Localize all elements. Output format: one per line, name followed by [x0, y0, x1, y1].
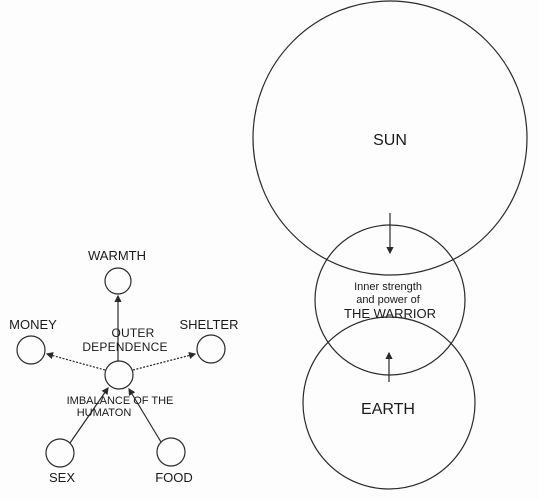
warrior-label: THE WARRIOR: [344, 306, 436, 321]
inner-strength-label: Inner strength: [354, 281, 422, 293]
dependence-label: DEPENDENCE: [82, 340, 168, 354]
food-label: FOOD: [155, 470, 193, 485]
outer-label: OUTER: [111, 326, 155, 340]
shelter-label: SHELTER: [179, 317, 239, 332]
imbalance-label: IMBALANCE OF THE: [66, 395, 174, 407]
shelter-node: [196, 334, 226, 364]
sun-circle: [252, 0, 528, 276]
money-label: MONEY: [9, 317, 57, 332]
center-node: [104, 360, 134, 390]
warmth-label: WARMTH: [87, 248, 147, 263]
arrow-from-sex: [69, 387, 109, 444]
earth-label: EARTH: [361, 401, 415, 418]
sex-node: [45, 438, 75, 468]
warmth-node: [104, 267, 132, 295]
earth-circle: [302, 316, 476, 490]
power-of-label: and power of: [356, 294, 420, 306]
sex-label: SEX: [48, 470, 76, 485]
food-node: [156, 437, 186, 467]
arrow-to-money: [45, 352, 106, 371]
arrow-from-food: [128, 387, 162, 443]
money-node: [16, 335, 46, 365]
arrow-to-shelter: [132, 352, 197, 371]
humaton-label: HUMATON: [76, 407, 132, 419]
sun-label: SUN: [373, 132, 407, 149]
